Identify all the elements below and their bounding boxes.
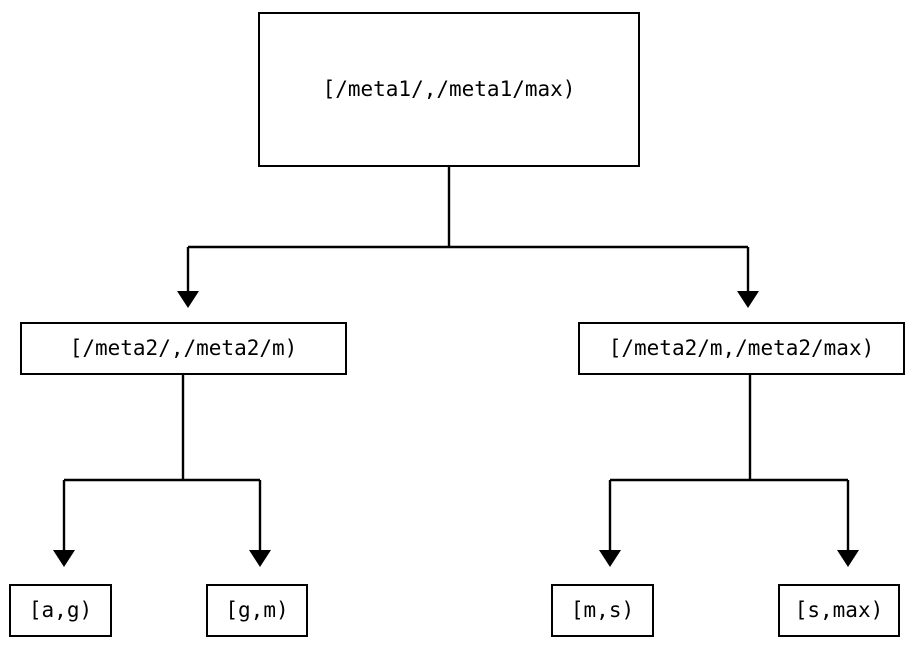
tree-node-left-branch-label: [/meta2/,/meta2/m) <box>69 336 298 360</box>
arrowhead-right-branch <box>737 291 759 308</box>
tree-node-leaf-ms[interactable]: [m,s) <box>551 584 654 637</box>
tree-node-leaf-gm[interactable]: [g,m) <box>206 584 308 637</box>
arrowhead-left-branch <box>177 291 199 308</box>
tree-node-right-branch[interactable]: [/meta2/m,/meta2/max) <box>578 322 905 375</box>
arrowhead-leaf-gm <box>249 550 271 567</box>
tree-node-leaf-ms-label: [m,s) <box>570 598 635 622</box>
tree-node-left-branch[interactable]: [/meta2/,/meta2/m) <box>20 322 347 375</box>
tree-node-right-branch-label: [/meta2/m,/meta2/max) <box>608 336 875 360</box>
arrowhead-leaf-smax <box>837 550 859 567</box>
arrowhead-leaf-ag <box>53 550 75 567</box>
tree-node-leaf-gm-label: [g,m) <box>225 598 289 622</box>
tree-node-leaf-ag[interactable]: [a,g) <box>9 584 112 637</box>
tree-node-root-label: [/meta1/,/meta1/max) <box>322 77 576 101</box>
tree-node-root[interactable]: [/meta1/,/meta1/max) <box>258 12 640 167</box>
arrowhead-leaf-ms <box>599 550 621 567</box>
tree-node-leaf-ag-label: [a,g) <box>28 598 93 622</box>
tree-node-leaf-smax[interactable]: [s,max) <box>778 584 900 637</box>
tree-node-leaf-smax-label: [s,max) <box>794 598 884 622</box>
